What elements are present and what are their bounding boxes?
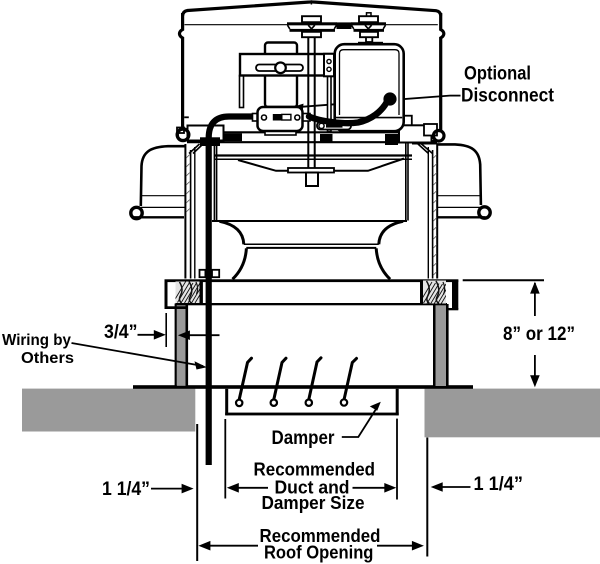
svg-text:8” or 12”: 8” or 12”: [503, 324, 575, 345]
svg-text:Disconnect: Disconnect: [461, 85, 555, 106]
svg-text:Damper: Damper: [272, 428, 336, 449]
svg-text:Wiring by: Wiring by: [2, 332, 71, 349]
svg-text:Others: Others: [21, 350, 74, 367]
svg-text:Recommended: Recommended: [260, 525, 381, 546]
svg-text:Damper Size: Damper Size: [262, 492, 365, 513]
svg-text:1 1/4”: 1 1/4”: [474, 474, 524, 495]
svg-text:Duct and: Duct and: [275, 476, 350, 497]
svg-text:Optional: Optional: [464, 63, 531, 84]
svg-text:1 1/4”: 1 1/4”: [102, 479, 150, 500]
svg-text:Recommended: Recommended: [254, 459, 376, 480]
svg-text:Roof Opening: Roof Opening: [264, 541, 374, 562]
svg-text:3/4”: 3/4”: [104, 322, 138, 343]
